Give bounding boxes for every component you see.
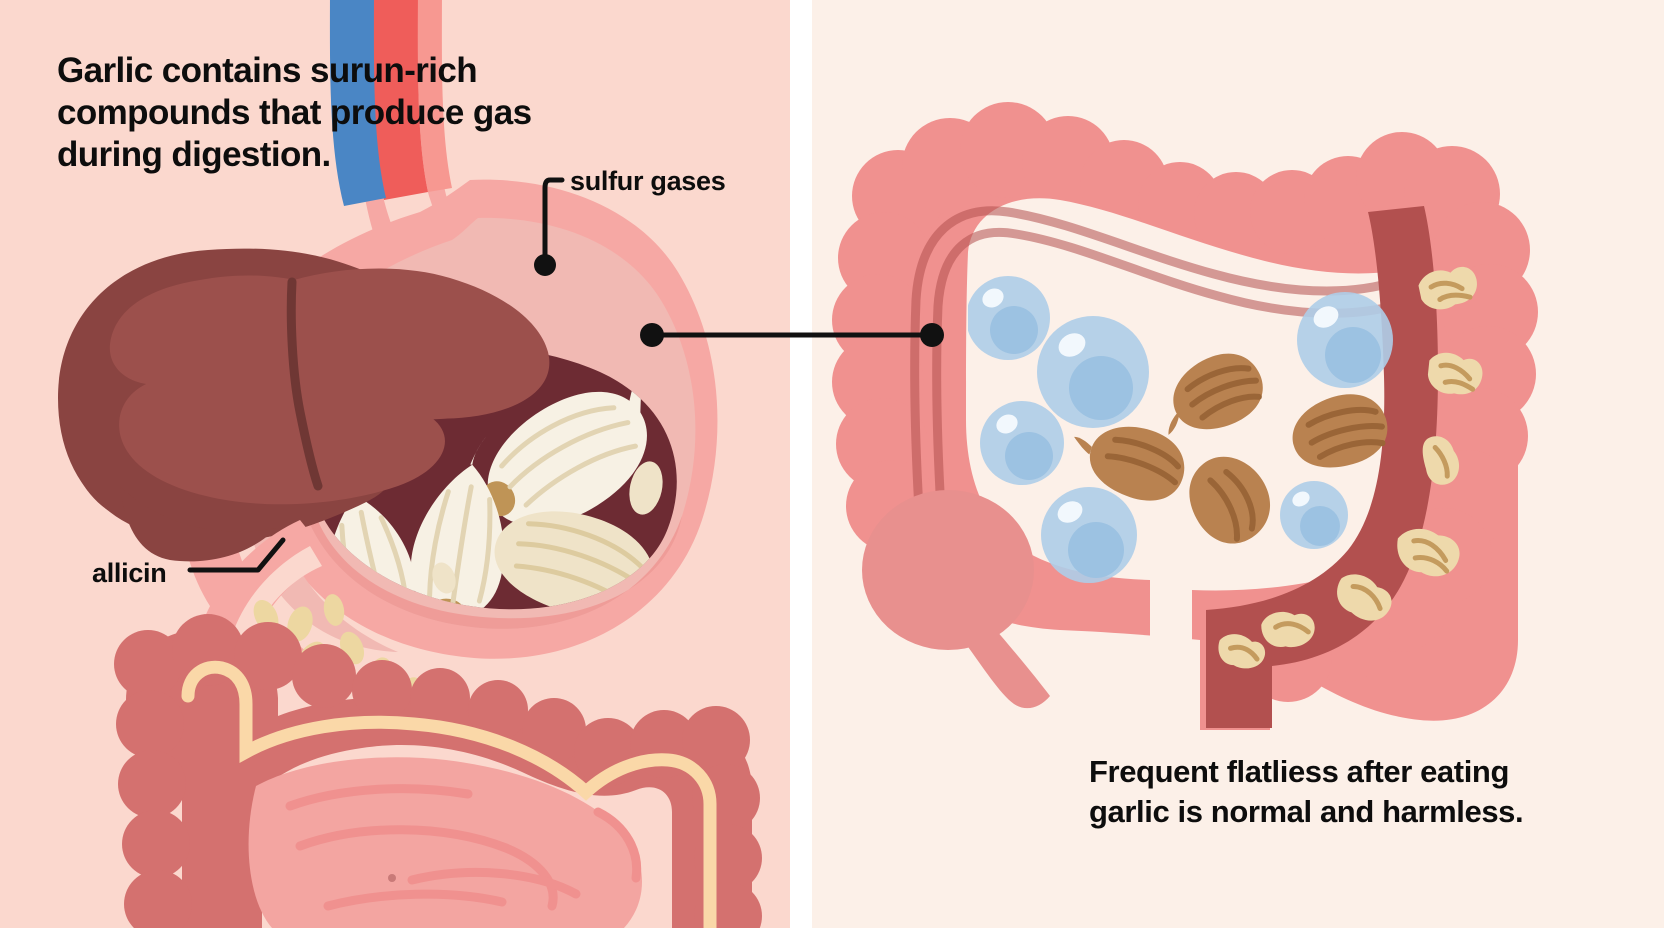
liver-group [58,248,550,562]
cecum [862,490,1034,650]
garlic-fragment [629,461,663,515]
food-particle [1074,426,1185,501]
stool-particles-group [1218,266,1483,669]
taenia-coli-lines [910,206,1427,635]
chyme-particle [287,606,313,642]
artery-highlight [417,0,452,192]
gas-bubble [1297,292,1393,388]
stool-particle [1427,352,1483,395]
artery [371,0,428,200]
gas-bubble [968,276,1050,360]
caption-line-1: Frequent flatliess after eating [1089,754,1509,789]
stool-particle [1418,266,1477,310]
food-particles-group [1074,353,1388,544]
large-intestine-group [114,614,762,928]
stool-particle [1218,634,1266,669]
small-intestine-group [248,757,642,928]
gas-bubble [980,401,1064,485]
sulfur-gases-anchor-dot [534,254,556,276]
stool-particle [1422,436,1460,485]
gas-bubbles-group [968,276,1393,583]
chyme-particle [323,594,345,626]
food-particle [1292,394,1388,468]
panel-connector [640,323,944,347]
haustra-bumps [114,614,762,928]
stool-particle [1337,574,1392,621]
garlic-fragment [432,562,456,594]
stomach-rugae-shading [300,496,682,629]
heading-line-3: during digestion. [57,135,331,174]
liver-falciform-ligament [286,277,323,491]
sulfur-gases-annotation [534,177,565,276]
heading-line-1: Garlic contains surun-rich [57,51,477,90]
sulfur-gases-label: sulfur gases [570,166,725,196]
vein [329,0,386,206]
food-particle [1189,456,1270,544]
gas-bubble [1280,481,1348,549]
allicin-annotation [187,537,286,573]
panel-divider [790,0,812,928]
sulfur-gases-leader-line [542,177,565,261]
gas-bubble [1041,487,1137,583]
connector-dot-right [920,323,944,347]
stool-particle [1397,528,1460,577]
gas-bubble [1037,316,1149,428]
stool-particle [1261,611,1315,648]
caption-line-2: garlic is normal and harmless. [1089,794,1523,829]
liver-mass [109,268,550,505]
food-particle [1168,353,1263,435]
liver-inferior-tip [120,486,276,562]
heading-line-2: compounds that produce gas [57,93,532,132]
connector-dot-left [640,323,664,347]
allicin-leader-line [187,537,286,573]
large-intestine-lumen-line [181,660,717,928]
small-intestine-folds [285,784,642,911]
appendix [966,630,1050,709]
allicin-label: allicin [92,558,166,588]
